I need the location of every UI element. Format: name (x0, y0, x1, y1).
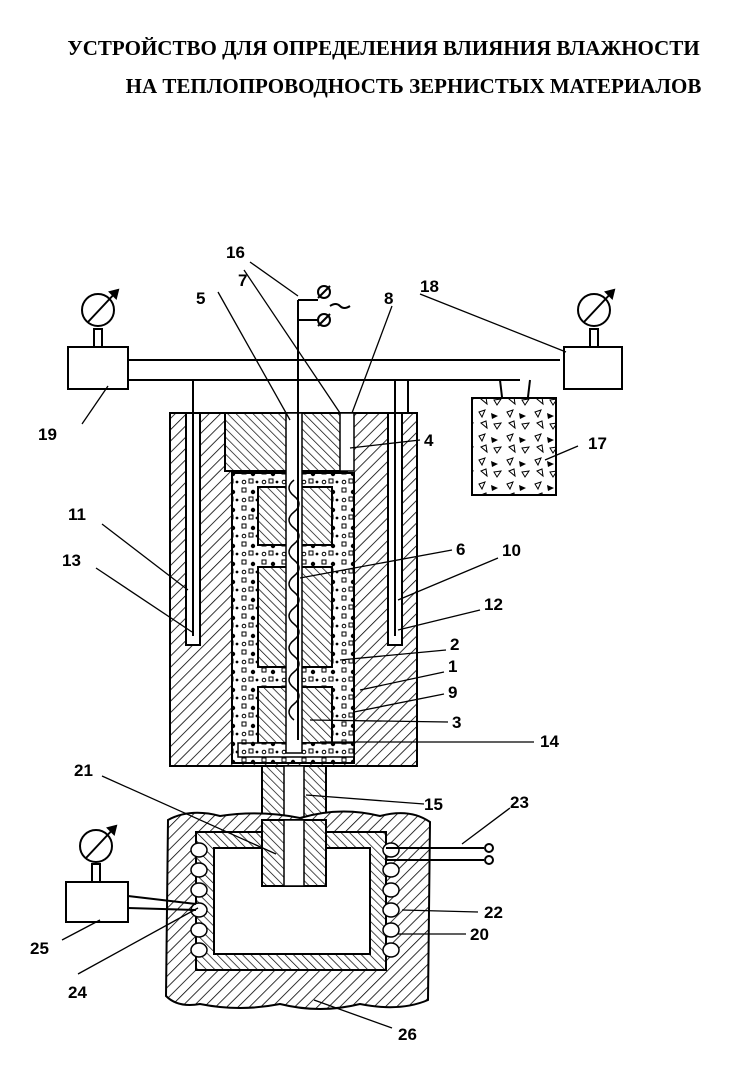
label-11: 11 (68, 505, 86, 524)
label-18: 18 (420, 277, 439, 296)
label-16: 16 (226, 243, 245, 262)
label-12: 12 (484, 595, 503, 614)
label-21: 21 (74, 761, 93, 780)
label-25: 25 (30, 939, 49, 958)
label-17: 17 (588, 434, 607, 453)
label-23: 23 (510, 793, 529, 812)
label-7: 7 (238, 271, 247, 290)
label-15: 15 (424, 795, 443, 814)
label-9: 9 (448, 683, 457, 702)
label-6: 6 (456, 540, 465, 559)
label-4: 4 (424, 431, 434, 450)
manometer-18 (564, 290, 622, 389)
label-3: 3 (452, 713, 461, 732)
label-26: 26 (398, 1025, 417, 1044)
label-5: 5 (196, 289, 205, 308)
label-19: 19 (38, 425, 57, 444)
label-10: 10 (502, 541, 521, 560)
label-20: 20 (470, 925, 489, 944)
label-8: 8 (384, 289, 393, 308)
label-13: 13 (62, 551, 81, 570)
lower-vessel (166, 811, 430, 1009)
manometer-19 (68, 290, 128, 389)
housing-body (170, 380, 417, 766)
label-1: 1 (448, 657, 457, 676)
label-22: 22 (484, 903, 503, 922)
label-14: 14 (540, 732, 559, 751)
moisture-container (472, 398, 556, 495)
label-24: 24 (68, 983, 87, 1002)
label-2: 2 (450, 635, 459, 654)
